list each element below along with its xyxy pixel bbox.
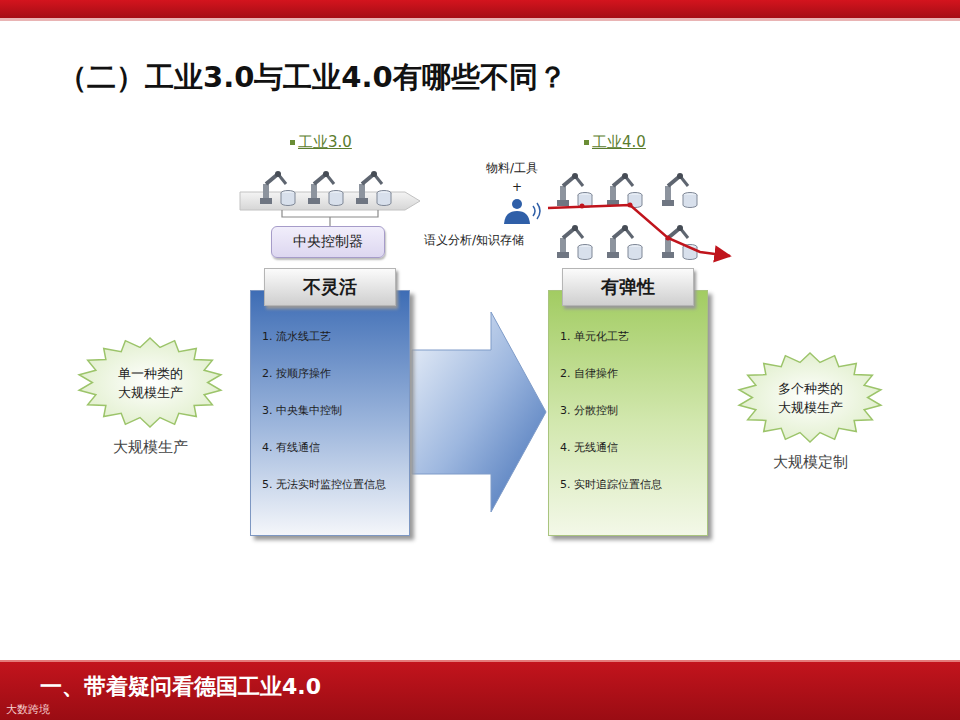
starburst-text: 多个种类的 大规模生产: [769, 379, 851, 417]
section-label: 工业4.0: [592, 133, 646, 152]
input-label: 物料/工具: [486, 160, 538, 177]
flow-arrow: [548, 205, 730, 256]
top-band-stripe: [0, 18, 960, 21]
starburst-text: 单一种类的 大规模生产: [109, 364, 191, 402]
robot-icon: [607, 225, 642, 260]
list-item: 2. 按顺序操作: [250, 367, 410, 380]
robot-icon: [607, 173, 642, 208]
function-label: 语义分析/知识存储: [424, 232, 524, 249]
starburst-shape: [75, 335, 225, 430]
robot-icon: [308, 171, 343, 206]
robot-icon: [662, 173, 697, 208]
list-item: 5. 实时追踪位置信息: [548, 478, 708, 491]
robot-icon: [356, 171, 391, 206]
list-item: 2. 自律操作: [548, 367, 708, 380]
slide-title: （二）工业3.0与工业4.0有哪些不同？: [58, 58, 567, 98]
flow-dot: [628, 203, 633, 208]
panel-heading: 有弹性: [562, 268, 694, 306]
list-item: 1. 流水线工艺: [250, 330, 410, 343]
feature-panel: 有弹性 1. 单元化工艺 2. 自律操作 3. 分散控制 4. 无线通信 5. 实时追踪位…: [548, 268, 708, 536]
box-label: 中央控制器: [280, 233, 376, 251]
panel-heading: 不灵活: [264, 268, 396, 306]
watermark: 大数跨境: [6, 702, 50, 717]
flow-dot: [580, 204, 585, 209]
starburst-outline: [79, 338, 221, 427]
list-item: 4. 无线通信: [548, 441, 708, 454]
flow-dot: [666, 236, 671, 241]
plus-sign: +: [512, 180, 522, 194]
robot-icon: [557, 225, 592, 260]
control-wire: [282, 210, 378, 226]
starburst-node: 多个种类的 大规模生产大规模定制: [735, 350, 885, 475]
list-item: 3. 分散控制: [548, 404, 708, 417]
bottom-band: [0, 660, 960, 720]
panel-list: 1. 流水线工艺 2. 按顺序操作 3. 中央集中控制 4. 有线通信 5. 无法实时监…: [250, 306, 410, 529]
transition-arrow: [412, 312, 546, 512]
panel-list: 1. 单元化工艺 2. 自律操作 3. 分散控制 4. 无线通信 5. 实时追踪位置信息: [548, 306, 708, 529]
list-item: 4. 有线通信: [250, 441, 410, 454]
feature-panel: 不灵活 1. 流水线工艺 2. 按顺序操作 3. 中央集中控制 4. 有线通信 5. 无法…: [250, 268, 410, 536]
starburst-shape: [735, 350, 885, 445]
robot-icon: [557, 173, 592, 208]
robot-icon: [260, 171, 295, 206]
starburst-caption: 大规模生产: [75, 438, 225, 457]
starburst-node: 单一种类的 大规模生产大规模生产: [75, 335, 225, 460]
section-label: 工业3.0: [298, 133, 352, 152]
starburst-caption: 大规模定制: [735, 453, 885, 472]
list-item: 5. 无法实时监控位置信息: [250, 478, 410, 491]
operator-icon: [504, 199, 540, 224]
list-item: 1. 单元化工艺: [548, 330, 708, 343]
footer-title: 一、带着疑问看德国工业4.0: [40, 672, 321, 702]
top-band: [0, 0, 960, 18]
list-item: 3. 中央集中控制: [250, 404, 410, 417]
process-box: 中央控制器: [271, 226, 385, 258]
bottom-band-stripe: [0, 660, 960, 662]
bullet-square: [290, 140, 295, 145]
bullet-square: [584, 140, 589, 145]
starburst-outline: [739, 353, 881, 442]
